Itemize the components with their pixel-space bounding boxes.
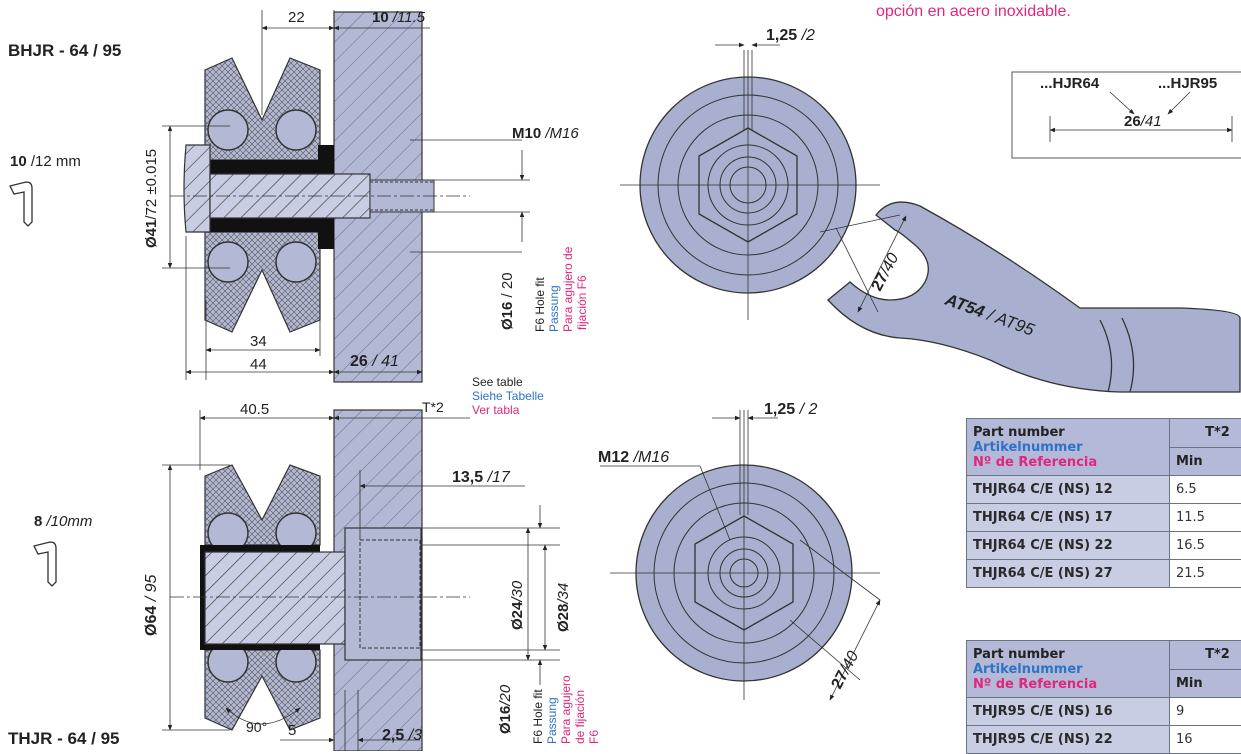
top-dim-10: 10 /11.5	[372, 9, 426, 26]
top-dim-44: 44	[250, 356, 267, 373]
see-table-de: Siehe Tabelle	[472, 389, 544, 403]
table-64-cell-part: THJR64 C/E (NS) 17	[967, 504, 1170, 532]
top-dim-26: 26 / 41	[350, 353, 399, 370]
table-95-cell-part: THJR95 C/E (NS) 22	[967, 726, 1170, 754]
top-hole-fit-de: Passung	[547, 285, 561, 332]
see-table-es: Ver tabla	[472, 403, 520, 417]
top-dim-34: 34	[250, 333, 267, 350]
top-dim-41: Ø41/72 ±0.015	[143, 149, 160, 248]
top-dim-16: Ø16 / 20	[499, 272, 516, 330]
bottom-hole-fit-en: F6 Hole fit	[531, 689, 545, 744]
bottom-side-dim-27: 27/40	[829, 648, 863, 691]
wrench-dim-27: 27/40	[869, 250, 903, 293]
part-table-64: Part number Artikelnummer Nº de Referenc…	[966, 418, 1241, 588]
table-64-header-min: Min	[1170, 447, 1241, 476]
bottom-side-dim-m12: M12 /M16	[598, 449, 669, 466]
table-64-cell-part: THJR64 C/E (NS) 12	[967, 476, 1170, 504]
bottom-hole-fit-de: Passung	[545, 697, 559, 744]
table-95-header-de: Artikelnummer	[973, 662, 1163, 677]
table-64-cell-min: 11.5	[1170, 504, 1241, 532]
top-hole-fit-es2: fijación F6	[575, 275, 589, 330]
top-dim-m10: M10 /M16	[512, 125, 579, 142]
top-allen-key-size: 10 /12 mm	[10, 153, 81, 170]
table-95-header-min: Min	[1170, 669, 1241, 698]
legend-right: ...HJR95	[1158, 75, 1217, 92]
table-64-cell-min: 6.5	[1170, 476, 1241, 504]
table-95-header-en: Part number	[973, 647, 1163, 662]
bottom-hole-fit-es3: F6	[587, 730, 601, 744]
top-note: opción en acero inoxidable.	[876, 3, 1071, 20]
bottom-hole-fit-es2: de fijación	[573, 690, 587, 744]
top-title: BHJR - 64 / 95	[8, 41, 121, 60]
table-95-cell-min: 9	[1170, 698, 1241, 726]
top-section-view	[162, 10, 530, 382]
see-table-en: See table	[472, 375, 523, 389]
top-dim-22: 22	[288, 9, 305, 26]
bottom-dim-28: Ø28/34	[555, 583, 572, 632]
table-64-cell-min: 16.5	[1170, 532, 1241, 560]
table-95-header-es: Nº de Referencia	[973, 677, 1163, 692]
top-hole-fit-en: F6 Hole fit	[533, 277, 547, 332]
table-64-cell-min: 21.5	[1170, 560, 1241, 588]
table-64-header-de: Artikelnummer	[973, 440, 1163, 455]
bottom-allen-key-size: 8 /10mm	[34, 513, 92, 530]
top-allen-key-icon	[10, 182, 32, 226]
table-64-header-part: Part number Artikelnummer Nº de Referenc…	[967, 419, 1170, 476]
bottom-dim-64: Ø64 / 95	[143, 575, 160, 636]
bottom-angle: 90°	[246, 719, 267, 735]
table-95-cell-min: 16	[1170, 726, 1241, 754]
table-95-cell-part: THJR95 C/E (NS) 16	[967, 698, 1170, 726]
top-side-dim-125: 1,25 /2	[766, 27, 815, 44]
table-64-header-t: T*2	[1170, 419, 1241, 448]
top-hole-fit-es1: Para agujero de	[561, 246, 575, 332]
bottom-dim-24: Ø24/30	[509, 580, 526, 630]
bottom-dim-5: 5	[288, 722, 296, 739]
table-64-cell-part: THJR64 C/E (NS) 27	[967, 560, 1170, 588]
bottom-title: THJR - 64 / 95	[8, 729, 120, 748]
table-64-header-en: Part number	[973, 425, 1163, 440]
part-table-95: Part number Artikelnummer Nº de Referenc…	[966, 640, 1241, 754]
bottom-dim-405: 40.5	[240, 401, 269, 418]
bottom-dim-135: 13,5 /17	[452, 469, 511, 486]
bottom-dim-16: Ø16/20	[497, 684, 514, 734]
bottom-dim-25: 2,5 /3	[382, 727, 422, 744]
bottom-dim-t: T*2	[422, 399, 444, 415]
bottom-allen-key-icon	[34, 542, 56, 586]
table-64-cell-part: THJR64 C/E (NS) 22	[967, 532, 1170, 560]
table-95-header-t: T*2	[1170, 641, 1241, 670]
bottom-hole-fit-es1: Para agujero	[559, 675, 573, 744]
table-95-header-part: Part number Artikelnummer Nº de Referenc…	[967, 641, 1170, 698]
legend-left: ...HJR64	[1040, 75, 1100, 92]
legend-dim: 26/41	[1124, 113, 1162, 130]
bottom-side-dim-125: 1,25 / 2	[764, 401, 817, 418]
table-64-header-es: Nº de Referencia	[973, 455, 1163, 470]
